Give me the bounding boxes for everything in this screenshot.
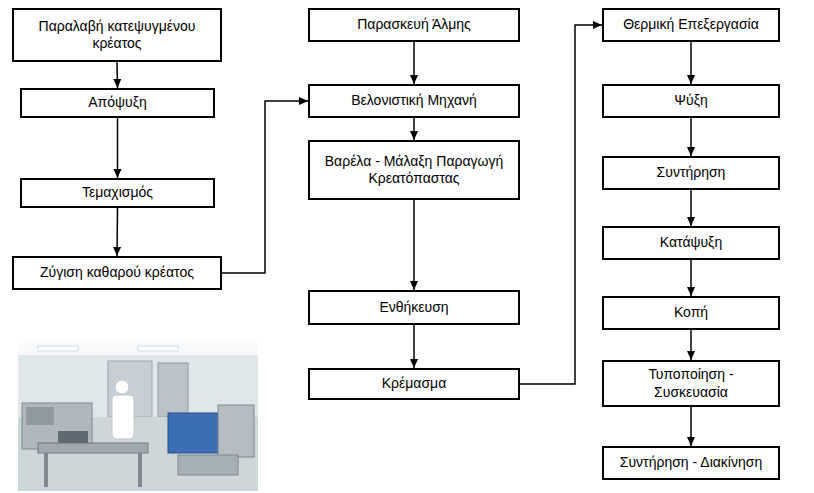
flow-arrow (117, 118, 119, 178)
flow-arrow (690, 190, 692, 226)
box-label: Συντήρηση (657, 164, 726, 182)
flow-arrow (413, 200, 415, 290)
box-label: Τεμαχισμός (82, 184, 153, 202)
box-label: Βελονιστική Μηχανή (351, 92, 477, 110)
flow-arrow (116, 208, 118, 256)
flow-arrow (690, 330, 692, 360)
table-leg (138, 453, 142, 487)
box-label: Κατάψυξη (660, 234, 722, 252)
worker-body (112, 395, 134, 439)
table-leg (44, 453, 48, 487)
flow-arrow (413, 42, 415, 84)
box-label: Παρασκευή Άλμης (357, 16, 471, 34)
photo-ground (18, 343, 258, 491)
process-box: Κοπή (602, 296, 780, 330)
process-box: Συντήρηση - Διακίνηση (602, 446, 780, 480)
table (38, 443, 148, 453)
worker-head (115, 380, 129, 394)
process-box: Τεμαχισμός (20, 178, 215, 208)
process-box: Κρέμασμα (308, 368, 520, 400)
process-box: Βαρέλα - Μάλαξη Παραγωγή Κρεατόπαστας (308, 140, 520, 200)
box-label: Κρέμασμα (382, 375, 447, 393)
flow-arrow (520, 25, 602, 384)
process-box: Ζύγιση καθαρού κρέατος (12, 256, 222, 290)
steel-cart (178, 455, 238, 475)
process-box: Τυποποίηση - Συσκευασία (602, 360, 780, 407)
process-box: Ψύξη (602, 84, 780, 118)
process-box: Θερμική Επεξεργασία (602, 8, 780, 42)
box-label: Συντήρηση - Διακίνηση (620, 454, 762, 472)
box-label: Ενθήκευση (379, 299, 448, 317)
factory-photo (18, 343, 258, 491)
box-label: Παραλαβή κατεψυγμένου κρέατος (20, 18, 214, 53)
box-label: Θερμική Επεξεργασία (623, 16, 759, 34)
flow-arrow (690, 42, 692, 84)
process-box: Συντήρηση (602, 156, 780, 190)
machine (22, 403, 92, 449)
flow-arrow (690, 260, 692, 296)
box-label: Ψύξη (674, 92, 707, 110)
box-label: Ζύγιση καθαρού κρέατος (40, 264, 194, 282)
flow-arrow (690, 407, 692, 446)
blue-machine (168, 413, 218, 453)
machine-panel (26, 407, 54, 425)
ceiling-light (138, 346, 178, 351)
steel-cabinet (218, 405, 254, 457)
process-box: Απόψυξη (20, 88, 215, 118)
process-box: Ενθήκευση (308, 290, 520, 325)
box-label: Τυποποίηση - Συσκευασία (610, 366, 772, 401)
box-label: Κοπή (674, 304, 708, 322)
scale (58, 431, 88, 443)
process-box: Βελονιστική Μηχανή (308, 84, 520, 118)
door (158, 363, 188, 417)
ceiling-light (38, 346, 78, 351)
flow-arrow (222, 101, 308, 273)
process-box: Κατάψυξη (602, 226, 780, 260)
process-box: Παρασκευή Άλμης (308, 8, 520, 42)
flow-arrow (413, 325, 415, 368)
flow-arrow (690, 118, 692, 156)
box-label: Απόψυξη (88, 94, 146, 112)
flow-arrow (116, 62, 118, 88)
ceiling (18, 343, 258, 355)
flow-arrow (413, 118, 415, 140)
box-label: Βαρέλα - Μάλαξη Παραγωγή Κρεατόπαστας (316, 153, 512, 188)
process-box: Παραλαβή κατεψυγμένου κρέατος (12, 8, 222, 62)
